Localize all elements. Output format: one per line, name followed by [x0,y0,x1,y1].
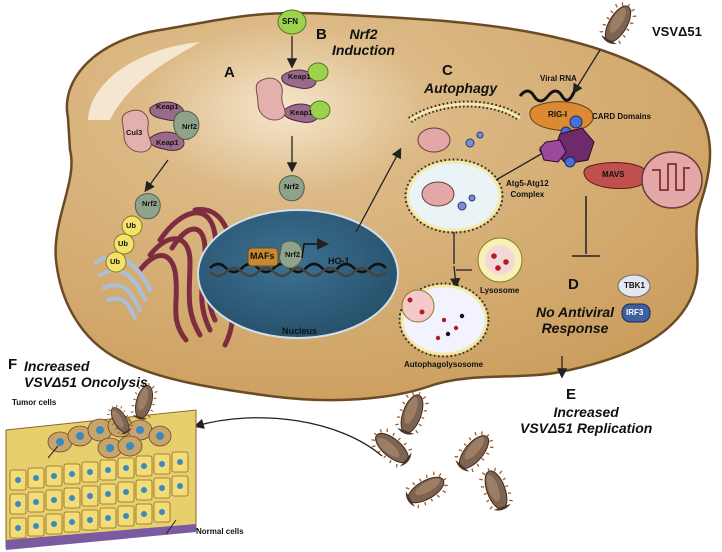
ubiquitinated-nrf2 [105,193,161,273]
card-domains-label: CARD Domains [592,112,652,121]
keap1-label-b2: Keap1 [290,108,313,117]
keap1-label-a1: Keap1 [156,102,179,111]
ub-label-3: Ub [110,257,120,266]
lysosome-label: Lysosome [480,286,520,295]
golgi-apparatus [94,254,152,320]
lysosome [477,237,523,283]
virus-label: VSVΔ51 [652,24,702,39]
tissue-section [5,409,197,550]
autophagy-heading: Autophagy [424,80,498,96]
nrf2-label-nucleus: Nrf2 [285,250,301,259]
mitochondrion [641,151,703,209]
normal-cells-label: Normal cells [196,527,244,536]
viral-rna [518,89,576,103]
autophagolysosome-label: Autophagolysosome [404,360,484,369]
nrf2-label-b: Nrf2 [284,182,300,191]
ho1-label: HO-1 [328,256,350,266]
mafs-protein [247,247,279,267]
section-letter-e: E [566,386,577,403]
autophagosome [404,158,504,234]
free-nrf2 [278,175,305,202]
no-antiviral-heading: No Antiviral Response [536,304,615,336]
card-domain-1 [569,115,583,129]
ub-label-1: Ub [126,221,136,230]
tbk1-protein [617,274,651,298]
section-letter-c: C [442,62,453,79]
virus-particle [400,466,454,513]
cul3-label: Cul3 [126,128,143,137]
nucleus [197,209,399,339]
irf3-protein [621,303,651,323]
increased-replication-heading: Increased VSVΔ51 Replication [520,404,653,436]
section-letter-d: D [568,276,579,293]
dna-strand [209,262,387,278]
nrf2-nuclear [279,240,304,269]
keap1-label-a2: Keap1 [156,138,179,147]
nrf2-label-ub: Nrf2 [142,199,158,208]
irf3-label: IRF3 [626,308,644,317]
rig-i-label: RIG-I [548,110,568,119]
sfn-molecule [277,9,307,35]
keap1-label-b1: Keap1 [288,72,311,81]
mavs-protein [583,162,650,189]
keap1-cul3-complex-b [255,62,331,123]
nucleus-label: Nucleus [282,326,318,336]
autophagolysosome [398,282,490,358]
section-letter-b: B [316,26,327,43]
mavs-label: MAVS [602,170,625,179]
section-letter-a: A [224,64,235,81]
ub-label-2: Ub [118,239,128,248]
virus-particle [475,463,517,515]
nrf2-label-a: Nrf2 [182,122,198,131]
sfn-label: SFN [282,17,298,26]
nrf2-induction-heading: Nrf2 Induction [332,26,395,58]
virus-particle [449,425,500,478]
tumor-cells-label: Tumor cells [12,398,57,407]
section-letter-f: F [8,356,18,373]
tbk1-label: TBK1 [624,281,645,290]
viral-rna-label: Viral RNA [540,74,577,83]
virus-particle [595,0,642,50]
increased-oncolysis-heading: Increased VSVΔ51 Oncolysis [24,358,148,390]
phagophore [408,100,522,123]
mafs-label: MAFs [250,251,275,261]
atg-complex-label: Atg5-Atg12 Complex [506,179,549,199]
keap1-cul3-complex-a [121,101,200,153]
